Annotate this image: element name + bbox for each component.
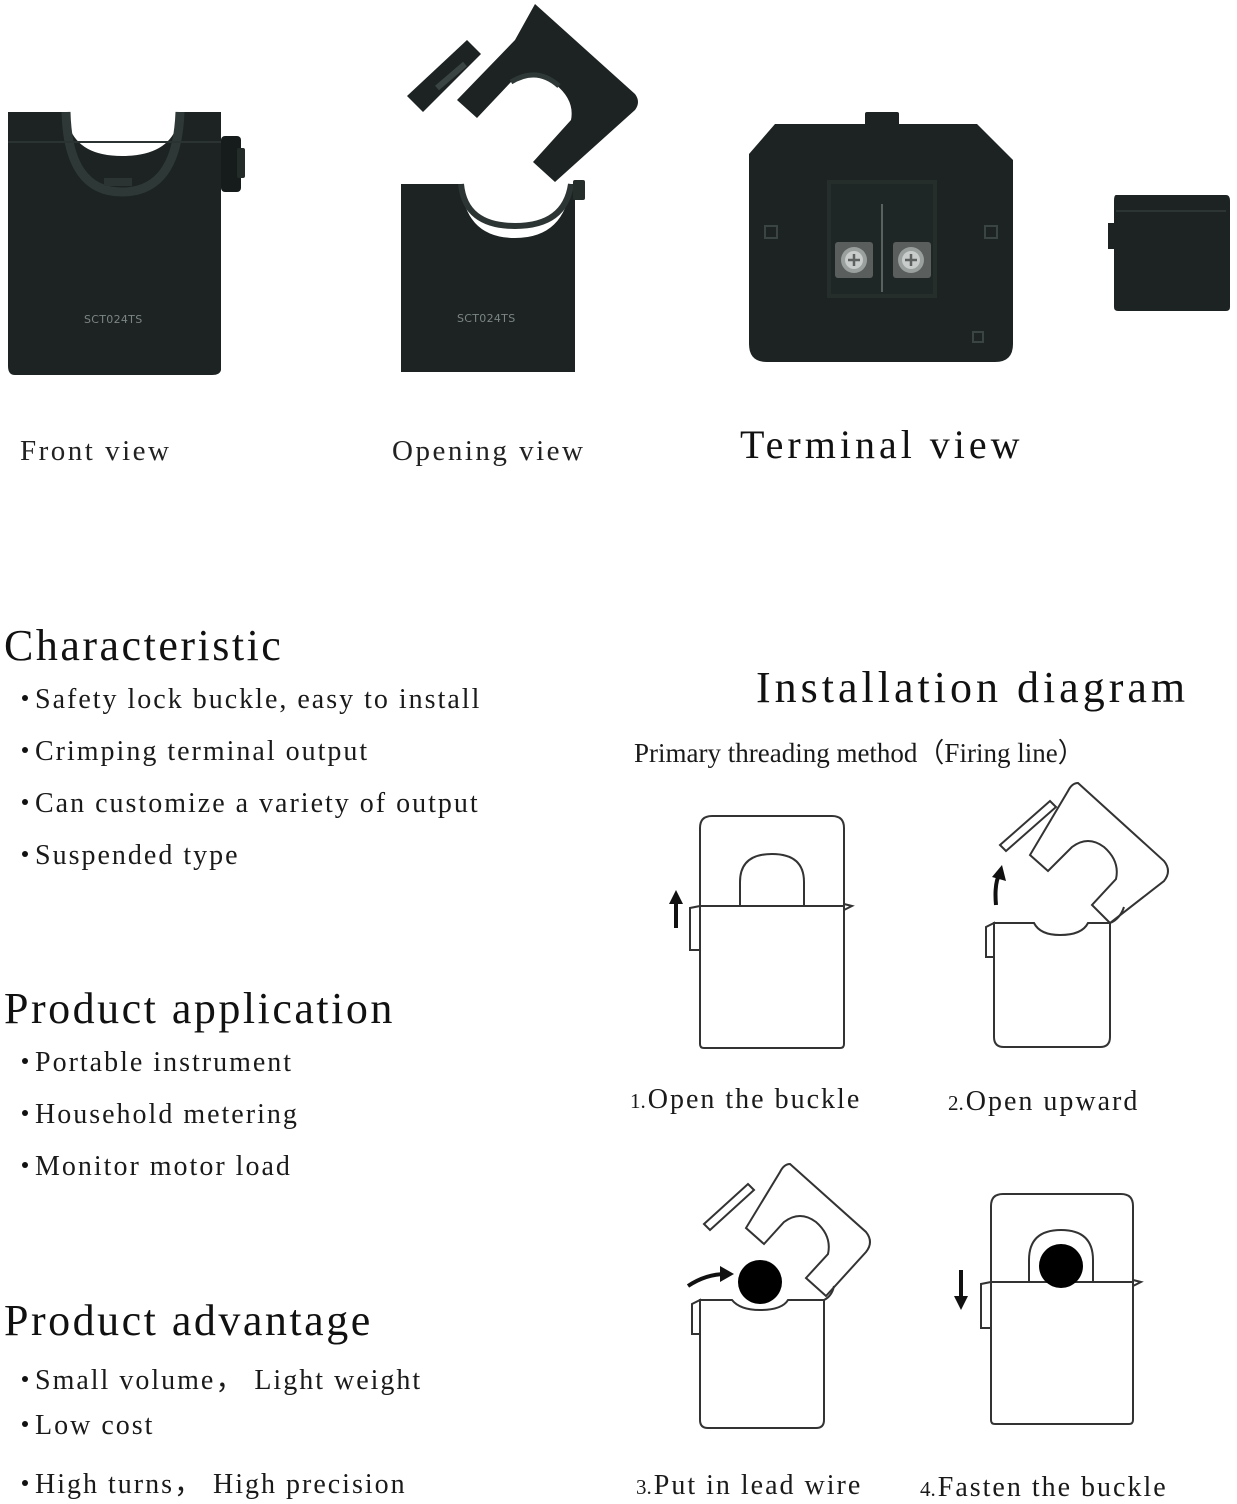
step-4-label: 4.Fasten the buckle (920, 1472, 1168, 1503)
step-3-diagram (686, 1162, 871, 1429)
list-item: Low cost (22, 1410, 154, 1442)
list-item: High turns， High precision (22, 1462, 407, 1502)
characteristic-heading: Characteristic (4, 621, 284, 670)
step-2-diagram (985, 781, 1169, 1048)
front-model-print: SCT024TS (84, 313, 143, 326)
list-item: Crimping terminal output (22, 736, 369, 768)
terminal-view-caption: Terminal view (740, 422, 1024, 467)
front-view-caption: Front view (20, 435, 172, 467)
list-item: Suspended type (22, 840, 240, 872)
opening-view-photo (401, 4, 638, 372)
application-heading: Product application (4, 984, 395, 1033)
list-item: Can customize a variety of output (22, 788, 480, 820)
opening-model-print: SCT024TS (457, 312, 516, 325)
front-view-photo (8, 111, 245, 375)
step-4-diagram (954, 1193, 1144, 1425)
opening-view-caption: Opening view (392, 435, 586, 467)
terminal-view-photo (749, 112, 1013, 362)
step-1-label: 1.Open the buckle (630, 1084, 862, 1115)
step-1-diagram (669, 815, 855, 1049)
terminal-cover-photo (1108, 195, 1230, 311)
list-item: Portable instrument (22, 1047, 293, 1079)
installation-subheading: Primary threading method（Firing line） (634, 738, 1085, 768)
step-2-label: 2.Open upward (948, 1086, 1140, 1117)
list-item: Safety lock buckle, easy to install (22, 684, 481, 716)
step-3-label: 3.Put in lead wire (636, 1470, 863, 1501)
list-item: Household metering (22, 1099, 299, 1131)
advantage-heading: Product advantage (4, 1296, 373, 1345)
list-item: Monitor motor load (22, 1151, 292, 1183)
installation-heading: Installation diagram (756, 663, 1190, 712)
list-item: Small volume， Light weight (22, 1358, 422, 1398)
